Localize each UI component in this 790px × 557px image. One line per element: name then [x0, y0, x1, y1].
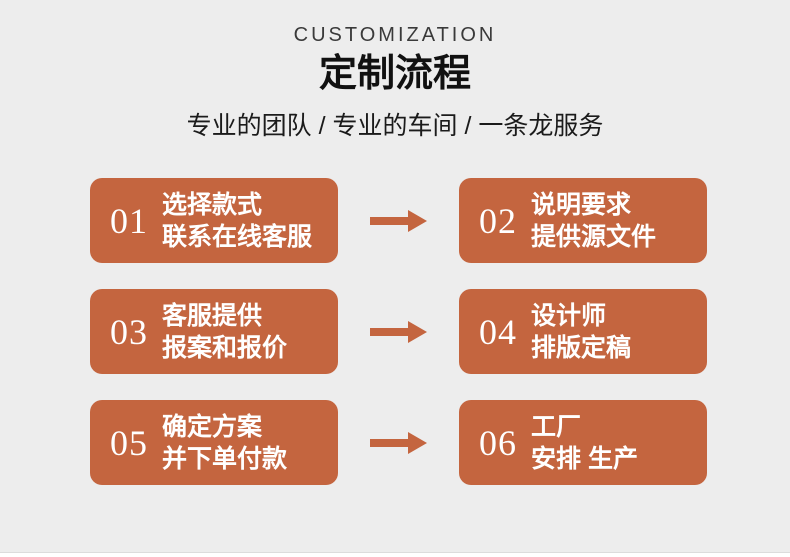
- step-label-line2: 并下单付款: [162, 444, 288, 473]
- step-label-line1: 客服提供: [162, 301, 263, 330]
- arrow-right-icon: [370, 431, 427, 454]
- header-eyebrow: CUSTOMIZATION: [293, 24, 497, 46]
- page-bottom-edge: [0, 552, 790, 557]
- step-label-line1: 设计师: [531, 301, 607, 330]
- step-number: 03: [110, 311, 148, 352]
- step-label: 设计师 排版定稿: [531, 300, 631, 364]
- step-box-01: 01 选择款式 联系在线客服: [90, 178, 338, 264]
- step-label: 选择款式 联系在线客服: [162, 189, 312, 253]
- arrow-shaft: [370, 327, 408, 336]
- step-label-line1: 选择款式: [162, 190, 263, 219]
- step-row-1: 01 选择款式 联系在线客服 02 说明要求 提供源文件: [90, 178, 707, 264]
- step-label-line2: 排版定稿: [531, 333, 632, 362]
- step-label-line1: 确定方案: [162, 412, 263, 441]
- step-number: 04: [479, 311, 517, 352]
- arrow-head: [408, 320, 427, 343]
- step-label-line1: 说明要求: [531, 190, 632, 219]
- step-label-line2: 安排 生产: [531, 444, 638, 473]
- step-row-3: 05 确定方案 并下单付款 06 工厂 安排 生产: [90, 400, 707, 486]
- arrow-shaft: [370, 216, 408, 225]
- arrow-head: [408, 431, 427, 454]
- step-number: 01: [110, 200, 148, 241]
- step-label: 确定方案 并下单付款: [162, 411, 287, 475]
- page-title: 定制流程: [318, 53, 471, 95]
- step-box-04: 04 设计师 排版定稿: [459, 289, 707, 375]
- step-box-02: 02 说明要求 提供源文件: [459, 178, 707, 264]
- step-number: 02: [479, 200, 517, 241]
- arrow-head: [408, 209, 427, 232]
- step-box-03: 03 客服提供 报案和报价: [90, 289, 338, 375]
- step-label: 工厂 安排 生产: [531, 411, 638, 475]
- arrow-right-icon: [370, 320, 427, 343]
- steps-grid: 01 选择款式 联系在线客服 02 说明要求 提供源文件 03: [0, 178, 790, 486]
- step-label-line2: 提供源文件: [531, 222, 657, 251]
- step-label: 客服提供 报案和报价: [162, 300, 287, 364]
- page-subtitle: 专业的团队 / 专业的车间 / 一条龙服务: [186, 111, 604, 140]
- step-label-line1: 工厂: [531, 412, 582, 441]
- step-number: 06: [479, 422, 517, 463]
- step-row-2: 03 客服提供 报案和报价 04 设计师 排版定稿: [90, 289, 707, 375]
- arrow-shaft: [370, 438, 408, 447]
- step-label: 说明要求 提供源文件: [531, 189, 656, 253]
- step-box-06: 06 工厂 安排 生产: [459, 400, 707, 486]
- step-label-line2: 联系在线客服: [162, 222, 313, 251]
- step-label-line2: 报案和报价: [162, 333, 288, 362]
- step-number: 05: [110, 422, 148, 463]
- step-box-05: 05 确定方案 并下单付款: [90, 400, 338, 486]
- arrow-right-icon: [370, 209, 427, 232]
